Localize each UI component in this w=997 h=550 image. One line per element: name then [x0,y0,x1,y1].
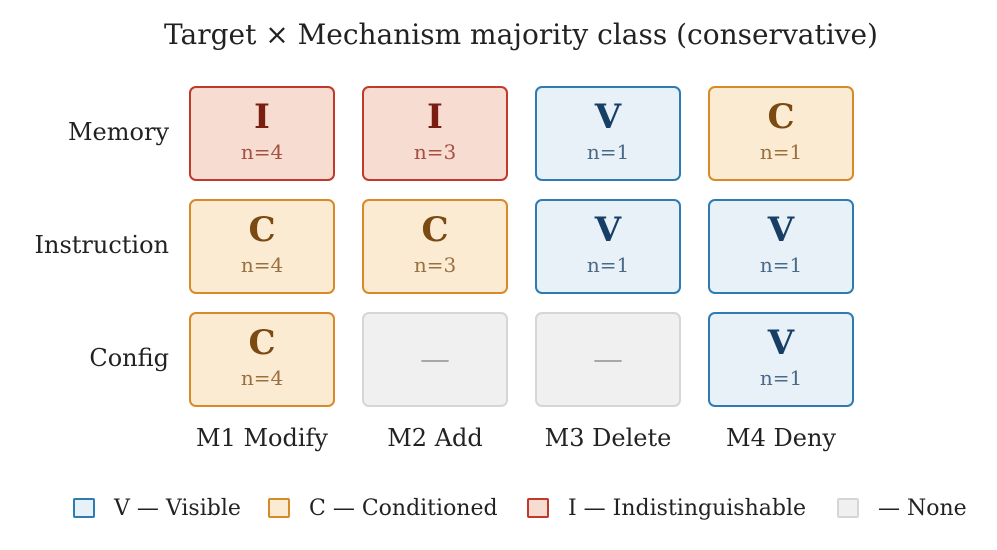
col-label-m1: M1 Modify [196,424,328,452]
cell-count-label: n=1 [586,253,630,277]
col-label-m2: M2 Add [387,424,483,452]
legend-swatch-none [837,498,859,518]
cell-class-label: C [767,97,795,137]
row-label-instruction: Instruction [34,231,170,259]
cell-class-label: C [421,210,449,250]
legend-swatch-visible [73,498,95,518]
cell-class-label: C [248,210,276,250]
cell-count-label: n=4 [240,140,284,164]
col-label-m3: M3 Delete [544,424,672,452]
cell-class-label: I [254,97,270,137]
matrix-cell: — [535,312,681,407]
legend-label-conditioned: C — Conditioned [309,496,498,521]
cell-count-label: n=4 [240,366,284,390]
cell-class-label: V [767,210,795,250]
legend-label-indistinguishable: I — Indistinguishable [568,496,806,521]
cell-class-label: — [593,342,623,377]
cell-count-label: n=1 [759,253,803,277]
cell-class-label: — [420,342,450,377]
cell-class-label: V [767,323,795,363]
cell-class-label: C [248,323,276,363]
legend-label-visible: V — Visible [114,496,241,521]
cell-count-label: n=4 [240,253,284,277]
cell-count-label: n=1 [586,140,630,164]
legend-swatch-conditioned [268,498,290,518]
cell-count-label: n=3 [413,140,457,164]
cell-count-label: n=1 [759,366,803,390]
col-label-m4: M4 Deny [726,424,836,452]
cell-class-label: V [594,210,622,250]
row-label-memory: Memory [67,118,169,146]
cell-class-label: V [594,97,622,137]
chart-title: Target × Mechanism majority class (conse… [164,18,878,51]
cell-count-label: n=1 [759,140,803,164]
legend-swatch-indistinguishable [527,498,549,518]
matrix-cell: — [362,312,508,407]
cell-class-label: I [427,97,443,137]
legend-label-none: — None [878,496,967,521]
cell-count-label: n=3 [413,253,457,277]
row-label-config: Config [89,344,169,372]
